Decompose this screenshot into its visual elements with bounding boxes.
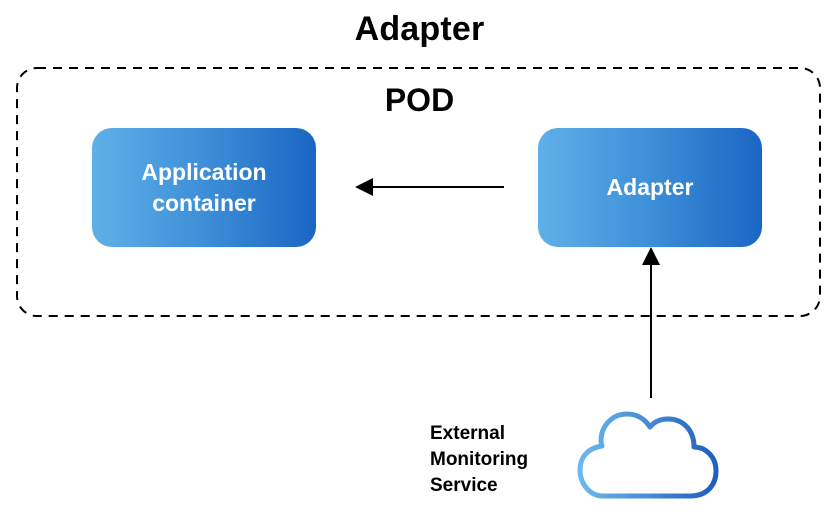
application-container-node: Application container [92, 128, 316, 247]
adapter-node: Adapter [538, 128, 762, 247]
external-service-label: External Monitoring Service [430, 421, 528, 499]
diagram-title: Adapter [354, 10, 485, 48]
application-container-label-line2: container [152, 189, 256, 216]
external-service-label-line3: Service [430, 475, 498, 496]
arrowhead-up [642, 247, 660, 265]
arrow-external-to-adapter [642, 247, 660, 398]
adapter-label: Adapter [606, 174, 694, 200]
pod-boundary [16, 67, 821, 317]
cloud-icon [577, 411, 719, 499]
pod-label: POD [384, 82, 455, 118]
external-service-label-line2: Monitoring [430, 449, 529, 470]
arrow-adapter-to-app [355, 178, 504, 196]
arrowhead-left [355, 178, 373, 196]
external-service-label-line1: External [430, 423, 505, 444]
application-container-label-line1: Application [141, 158, 267, 185]
